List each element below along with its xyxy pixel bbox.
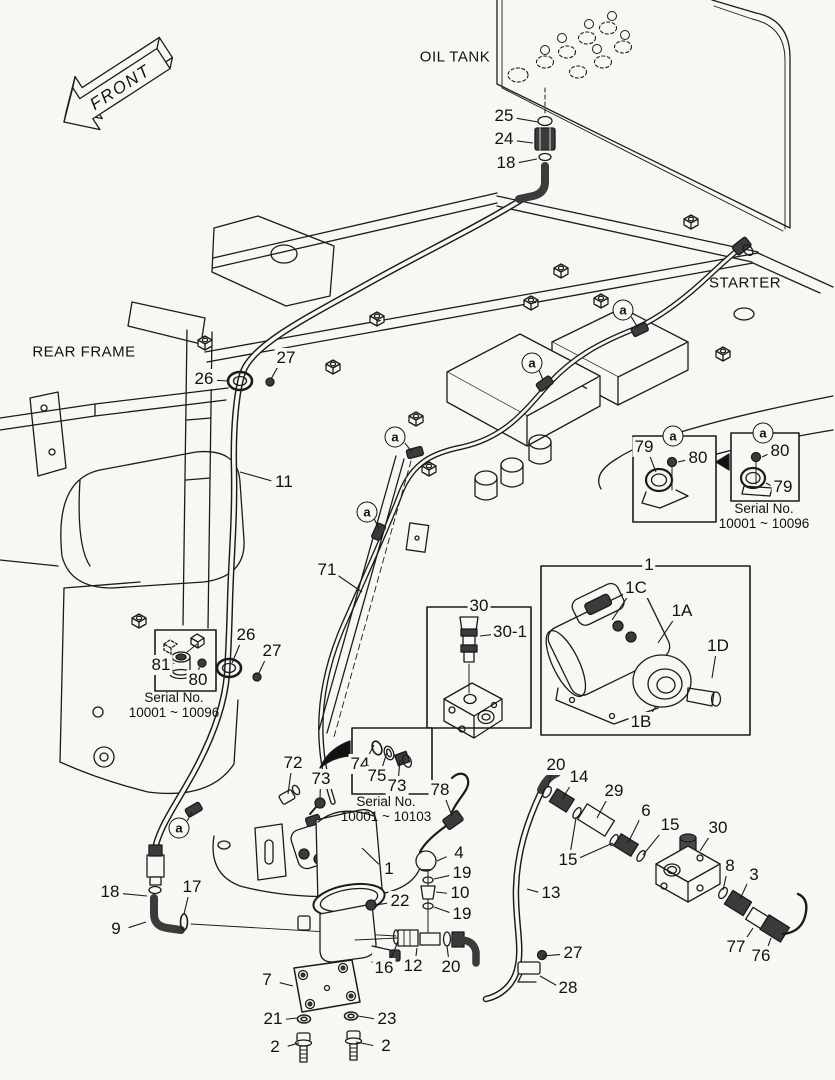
leader-line (270, 365, 279, 380)
leader-line (404, 442, 413, 453)
arrow-wedge-curved (319, 740, 351, 769)
fitting-72-art (278, 784, 326, 815)
leader-line (433, 906, 450, 914)
detail-box-clamp-new (730, 432, 800, 502)
detail-box-grommet (154, 629, 217, 692)
leader-line (699, 835, 711, 852)
hose-13-art (482, 769, 561, 1003)
leader-line (579, 842, 614, 859)
leader-line (711, 655, 717, 679)
leader-line (183, 896, 189, 915)
leader-line (761, 453, 768, 458)
leader-line (397, 759, 401, 779)
solenoid-stack-art (365, 772, 470, 933)
detail-box-starter (540, 565, 751, 736)
nut-cube-icon (369, 311, 385, 327)
leader-line (257, 659, 266, 676)
leader-line (516, 140, 534, 144)
leader-line (766, 937, 772, 950)
arrow-wedge (715, 453, 730, 471)
leader-line (357, 1015, 375, 1020)
nut-cube-icon (715, 346, 731, 362)
leader-line (743, 927, 754, 942)
leader-line (516, 117, 539, 123)
pump-assembly-art (190, 809, 401, 1063)
nut-decor (131, 214, 731, 629)
leader-line (433, 875, 450, 880)
nut-cube-icon (131, 613, 147, 629)
leader-line (627, 819, 640, 844)
nut-cube-icon (325, 359, 341, 375)
nut-cube-icon (421, 461, 437, 477)
nut-cube-icon (683, 214, 699, 230)
leader-line (765, 482, 771, 486)
nut-cube-icon (593, 293, 609, 309)
hose-clamp-art (215, 370, 275, 682)
leader-line (375, 902, 388, 906)
leader-line (436, 856, 447, 862)
tee-fitting-art (354, 929, 480, 967)
tank-fitting-art (515, 115, 556, 203)
nut-cube-icon (523, 295, 539, 311)
detail-box-valve (426, 606, 532, 739)
leader-line (739, 883, 748, 900)
leader-line (355, 1041, 374, 1047)
cable-clamp-art (184, 322, 649, 818)
leader-line (569, 817, 577, 853)
leader-line (381, 751, 388, 769)
leader-line (611, 595, 629, 621)
leader-line (642, 832, 662, 856)
leader-line (216, 379, 229, 382)
leader-line (239, 471, 272, 482)
detail-box-clamp-old (632, 435, 717, 523)
elbow-9-art (146, 844, 189, 934)
detail-box-seals (351, 727, 433, 795)
tube-71-art (318, 455, 430, 738)
leader-line (231, 643, 241, 664)
leader-line (547, 774, 552, 788)
leader-line (526, 888, 539, 893)
oil-tank-art (496, 0, 791, 232)
leader-line (657, 618, 675, 644)
leader-line (122, 893, 148, 897)
leader-line (722, 875, 727, 891)
leader-line (415, 947, 418, 959)
leader-line (446, 945, 450, 960)
starter-cable-art (318, 236, 754, 805)
leader-line (279, 982, 294, 987)
leader-line (561, 784, 572, 800)
hose-11-art (150, 196, 525, 866)
frame-art (0, 192, 834, 898)
battery-tray-art (446, 307, 689, 501)
leader-line (337, 575, 363, 593)
leader-line (677, 459, 686, 463)
leader-line (649, 455, 657, 473)
leader-line (518, 158, 538, 164)
leader-line (596, 799, 608, 819)
leader-line (128, 921, 147, 929)
leader-line (445, 798, 453, 817)
nut-cube-icon (553, 263, 569, 279)
nut-cube-icon (408, 411, 424, 427)
leader-line (541, 954, 561, 957)
front-arrow: FRONT (63, 36, 174, 131)
valve-chain-art (542, 785, 808, 943)
leader-line (287, 1042, 300, 1047)
leader-line (287, 772, 292, 795)
nut-cube-icon (197, 335, 213, 351)
leader-line (361, 847, 380, 865)
leader-line (539, 975, 557, 986)
leader-line (435, 891, 448, 894)
leader-line (285, 1017, 298, 1020)
